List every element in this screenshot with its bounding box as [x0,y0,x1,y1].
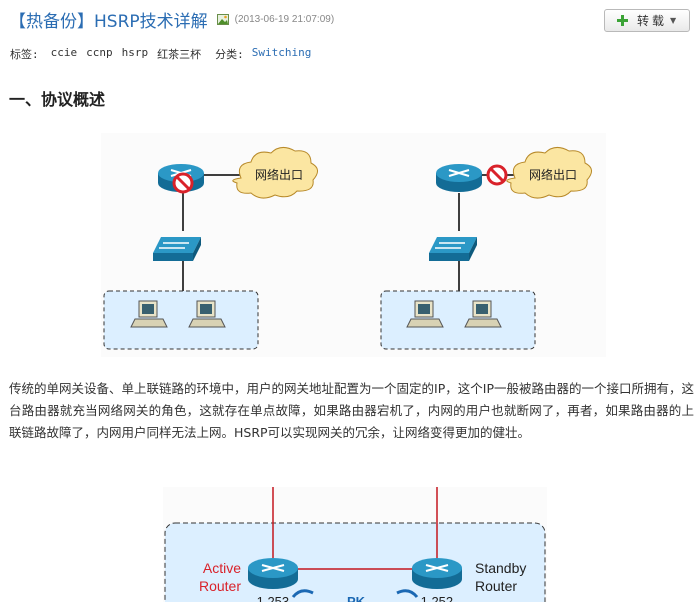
router-icon [412,558,462,589]
active-router-label: Active [203,560,241,576]
post-title: 【热备份】HSRP技术详解 [9,11,208,32]
tag-link[interactable]: 红茶三杯 [157,48,202,61]
cloud-icon: 网络出口 [506,147,592,199]
active-router-label: Router [199,578,241,594]
pc-icon [188,300,226,328]
pc-icon [464,300,502,328]
tag-link[interactable]: ccnp [86,46,113,59]
tags-label: 标签: [10,48,39,61]
blocked-icon [172,172,194,194]
category-label: 分类: [215,48,244,61]
repost-button[interactable]: 转载 ▼ [604,9,690,32]
tag-link[interactable]: hsrp [121,46,149,59]
repost-label: 转载 [637,14,668,28]
caret-down-icon[interactable]: ▼ [670,16,677,25]
pc-icon [130,300,168,328]
router-icon [436,164,482,192]
category-link[interactable]: Switching [251,46,312,59]
cloud-label: 网络出口 [255,167,303,182]
ip-label: .1.253 [253,594,289,602]
post-meta: 标签: ccie ccnp hsrp 红茶三杯 分类: Switching [10,46,311,62]
intro-paragraph: 传统的单网关设备、单上联链路的环境中，用户的网关地址配置为一个固定的IP，这个I… [9,381,694,440]
blocked-icon [486,164,508,186]
image-icon [216,13,229,25]
standby-router-label: Standby [475,560,526,576]
left-topology: 网络出口 [103,147,318,350]
cloud-label: 网络出口 [529,167,577,182]
router-icon [248,558,298,589]
pc-icon [406,300,444,328]
pk-label: PK [347,594,366,602]
cloud-icon: 网络出口 [232,147,318,199]
network-diagram-single-gateway: 网络出口 [101,133,606,357]
switch-icon [429,237,477,261]
standby-router-label: Router [475,578,517,594]
plus-icon [617,15,628,26]
tag-link[interactable]: ccie [50,46,78,59]
post-title-row: 【热备份】HSRP技术详解 (2013-06-19 21:07:09) [9,6,334,32]
switch-icon [153,237,201,261]
section-heading: 一、协议概述 [9,90,106,109]
ip-label: .1.252 [417,594,453,602]
post-date: (2013-06-19 21:07:09) [234,13,335,25]
hsrp-diagram: Active Router Standby Router .1.253 .1.2… [163,487,547,602]
right-topology: 网络出口 [380,147,592,350]
